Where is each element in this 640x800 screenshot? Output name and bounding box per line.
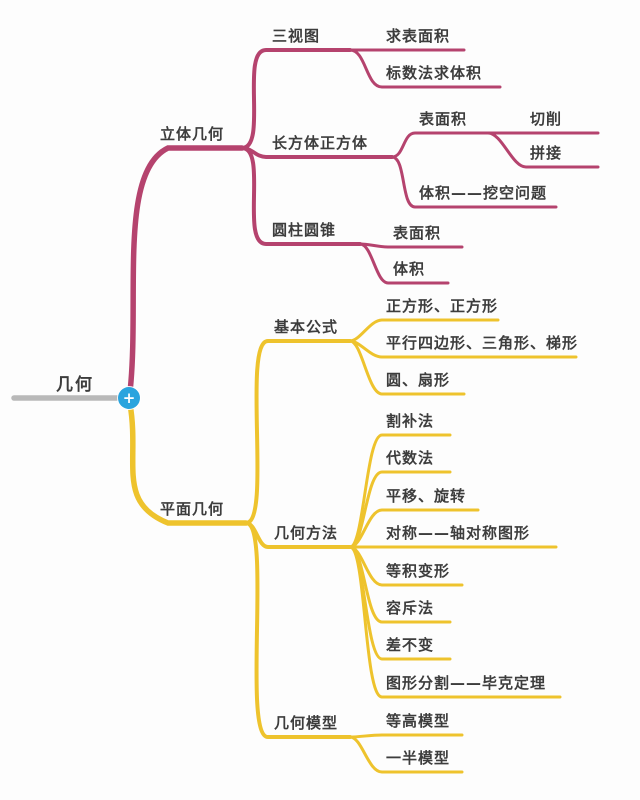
node-equal-area-transform[interactable]: 等积变形 [386,562,451,580]
node-cut-compensate[interactable]: 割补法 [386,412,435,430]
node-volume-cylinder[interactable]: 体积 [393,260,426,278]
connector-root-to-solid-geometry [127,145,245,395]
connector-cuboid-to-volume-hollow [390,155,558,209]
connector-root-to-plane-geometry [127,401,249,526]
node-basic-formulas[interactable]: 基本公式 [274,318,339,336]
root-expand-icon[interactable]: + [118,387,140,409]
node-plane-geometry[interactable]: 平面几何 [160,500,225,518]
node-square-square[interactable]: 正方形、正方形 [386,297,499,315]
node-geometric-models[interactable]: 几何模型 [274,714,339,732]
node-constant-difference[interactable]: 差不变 [386,636,435,654]
node-surface-area-cuboid[interactable]: 表面积 [419,110,468,128]
connector-methods-to-figure-partition [348,545,562,699]
connector-models-to-half-model [348,735,464,774]
connector-models-to-equal-height [348,733,464,739]
node-three-views[interactable]: 三视图 [272,27,321,45]
node-figure-partition-pick[interactable]: 图形分割——毕克定理 [386,674,547,692]
node-circle-sector[interactable]: 圆、扇形 [386,371,451,389]
plus-icon: + [122,388,136,407]
node-inclusion-exclusion[interactable]: 容斥法 [386,599,435,617]
connector-cylinder-to-volume [358,242,450,285]
connector-formulas-to-circle-sector [348,339,466,396]
connector-cylinder-to-surface-area [358,242,464,249]
connector-cuboid-to-surface-area [390,131,490,159]
node-translation-rotation[interactable]: 平移、旋转 [386,487,467,505]
node-surface-area-cylinder[interactable]: 表面积 [393,224,442,242]
node-geometric-methods[interactable]: 几何方法 [274,524,339,542]
node-equal-height-model[interactable]: 等高模型 [386,712,451,730]
node-volume-hollow[interactable]: 体积——挖空问题 [419,184,548,202]
connector-surface-area-to-joining [486,131,600,169]
node-half-model[interactable]: 一半模型 [386,749,451,767]
node-algebraic-method[interactable]: 代数法 [386,449,435,467]
node-parallelogram-triangle-trapezoid[interactable]: 平行四边形、三角形、梯形 [386,334,579,352]
node-find-surface-area[interactable]: 求表面积 [386,27,451,45]
node-solid-geometry[interactable]: 立体几何 [160,125,225,143]
node-joining[interactable]: 拼接 [530,144,563,162]
connector-solid-to-cylinder-cone [240,146,362,246]
connector-three-views-to-labeling-method-volume [348,48,502,89]
node-cutting[interactable]: 切削 [530,110,563,128]
node-symmetry-axial[interactable]: 对称——轴对称图形 [386,524,531,542]
connector-solid-to-three-views [240,48,352,150]
connector-plane-to-geometric-models [244,521,352,739]
node-root[interactable]: 几何 [56,375,94,395]
node-cylinder-cone[interactable]: 圆柱圆锥 [272,221,337,239]
node-cuboid-cube[interactable]: 长方体正方体 [272,134,369,152]
node-labeling-method-volume[interactable]: 标数法求体积 [386,64,483,82]
connector-plane-to-basic-formulas [244,339,352,525]
